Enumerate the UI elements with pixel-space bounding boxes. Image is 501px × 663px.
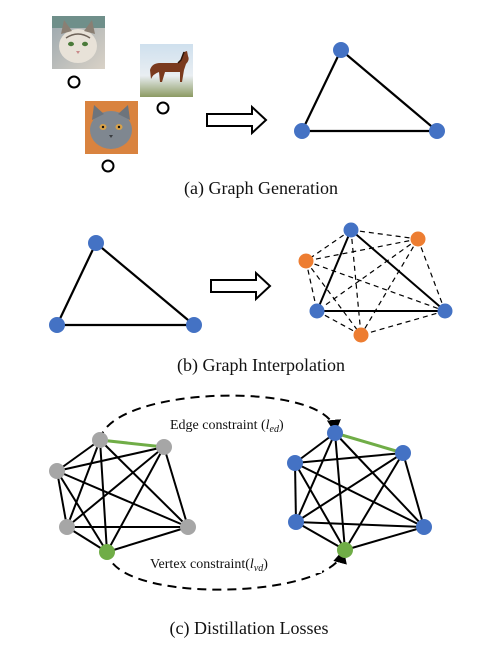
panel-c: Edge constraint (led) Vertex constraint(… [49, 394, 432, 639]
graph-node [186, 317, 202, 333]
transform-arrow [206, 104, 268, 136]
panel-b: (b) Graph Interpolation [49, 222, 453, 376]
graph-node [156, 439, 172, 455]
graph-node [49, 317, 65, 333]
triangle-graph [294, 42, 445, 139]
interpolated-node [410, 231, 426, 247]
caption-c: (c) Distillation Losses [170, 618, 329, 639]
graph-node [59, 519, 75, 535]
graph-node [288, 514, 304, 530]
graph-node [287, 455, 303, 471]
image-node-marker [156, 101, 170, 115]
cat-photo-icon [85, 101, 138, 154]
edge-constraint-label: Edge constraint (led) [170, 418, 284, 435]
graph-node [309, 303, 325, 319]
highlighted-node [99, 544, 115, 560]
graph-node [327, 425, 343, 441]
graph-node [88, 235, 104, 251]
highlighted-edge [99, 438, 165, 449]
transform-arrow [210, 270, 272, 302]
caption-a: (a) Graph Generation [184, 178, 338, 199]
graph-node [437, 303, 453, 319]
graph-node [92, 432, 108, 448]
graph-node [333, 42, 349, 58]
interpolated-node [298, 253, 314, 269]
vertex-constraint-label: Vertex constraint(lvd) [150, 557, 268, 574]
cat-photo-icon [52, 16, 105, 69]
graph-node [180, 519, 196, 535]
source-triangle-graph [49, 235, 202, 333]
graph-node [294, 123, 310, 139]
graph-node [343, 222, 359, 238]
student-graph [294, 432, 425, 551]
caption-b: (b) Graph Interpolation [177, 355, 345, 376]
graph-node [49, 463, 65, 479]
graph-node [416, 519, 432, 535]
highlighted-edge [334, 431, 404, 455]
constraint-loop [106, 549, 347, 591]
graph-node [395, 445, 411, 461]
panel-a: (a) Graph Generation [52, 16, 445, 199]
interpolated-node [353, 327, 369, 343]
image-node-marker [101, 159, 115, 173]
image-node-marker [67, 75, 81, 89]
highlighted-node [337, 542, 353, 558]
graph-node [429, 123, 445, 139]
interpolated-graph [298, 222, 453, 343]
horse-photo-icon [140, 44, 193, 97]
teacher-graph [56, 439, 189, 553]
